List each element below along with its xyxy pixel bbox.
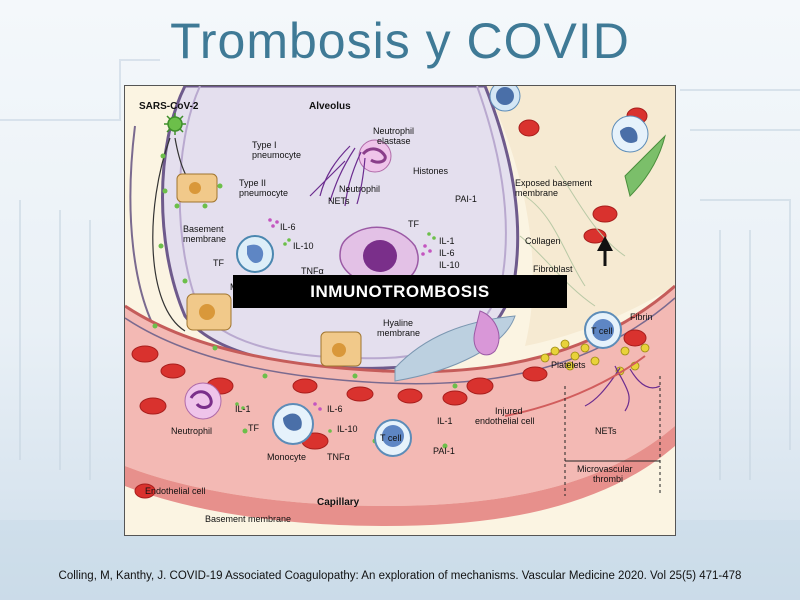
label-microvascular-2: thrombi (593, 474, 624, 484)
label-hyaline-2: membrane (377, 328, 421, 338)
citation: Colling, M, Kanthy, J. COVID-19 Associat… (58, 570, 742, 582)
label-alveolus: Alveolus (309, 101, 351, 112)
label-exposed-2: membrane (515, 188, 559, 198)
label-type1: Type I (252, 140, 277, 150)
label-neutrophil-top: Neutrophil (339, 184, 381, 194)
slide-title: Trombosis y COVID (170, 13, 630, 69)
nets-fibers (584, 365, 661, 412)
label-tnfa-1: TNFα (301, 266, 324, 276)
label-il6-c: IL-6 (327, 404, 343, 414)
neutrophil-top (309, 139, 392, 207)
label-fibrin: Fibrin (630, 312, 653, 322)
virus-icon (164, 113, 186, 135)
type2-pneumocyte-top (176, 173, 218, 203)
label-exposed: Exposed basement (515, 178, 593, 188)
type2-pneumocyte-bottom (320, 331, 362, 367)
label-il10-b: IL-10 (439, 260, 460, 270)
tcell-right (584, 311, 622, 349)
cell-top-right-2 (611, 115, 649, 153)
label-capillary: Capillary (317, 497, 360, 508)
cell-top-right-1 (489, 86, 521, 112)
label-type2b: pneumocyte (239, 188, 289, 198)
label-tnfa-2: TNFα (327, 452, 350, 462)
macrophage-cell (236, 235, 274, 273)
label-il6-a: IL-6 (280, 222, 296, 232)
label-platelets: Platelets (551, 360, 586, 370)
label-nets-right: NETs (595, 426, 617, 436)
label-il10-a: IL-10 (293, 241, 314, 251)
label-injured: Injured (495, 406, 523, 416)
label-tcell-bottom: T cell (380, 433, 402, 443)
label-nets-top: NETs (328, 196, 350, 206)
type2-pneumocyte-left (186, 293, 232, 331)
label-neut-elastase: Neutrophil (373, 126, 415, 136)
label-tf-1: TF (213, 258, 224, 268)
label-histones: Histones (413, 166, 449, 176)
label-il6-b: IL-6 (439, 248, 455, 258)
label-hyaline: Hyaline (383, 318, 414, 328)
tcell-bottom (374, 419, 412, 457)
inmunotrombosis-banner: INMUNOTROMBOSIS (233, 275, 567, 308)
label-tcell-right: T cell (591, 326, 613, 336)
label-basement-top: Basement (183, 224, 224, 234)
label-type1b: pneumocyte (252, 150, 302, 160)
label-collagen: Collagen (525, 236, 561, 246)
fibroblast-cell (624, 134, 666, 197)
label-pai1-a: PAI-1 (455, 194, 477, 204)
label-basement-bottom: Basement membrane (205, 514, 292, 524)
platelet-cluster (540, 339, 650, 376)
label-tf-3: TF (248, 423, 259, 433)
label-neutrophil-bottom: Neutrophil (171, 426, 213, 436)
label-endothelial: Endothelial cell (145, 486, 206, 496)
monocyte-bottom (272, 403, 314, 445)
label-sars: SARS-CoV-2 (139, 101, 199, 112)
label-monocyte: Monocyte (267, 452, 307, 462)
label-fibroblast: Fibroblast (533, 264, 573, 274)
label-pai1-b: PAI-1 (433, 446, 455, 456)
immunothrombosis-figure: SARS-CoV-2 Alveolus Type I pneumocyte Ty… (124, 85, 676, 536)
label-il1-a: IL-1 (439, 236, 455, 246)
label-type2: Type II (239, 178, 267, 188)
label-tf-2: TF (408, 219, 419, 229)
label-injured-2: endothelial cell (475, 416, 535, 426)
label-il1-c: IL-1 (437, 416, 453, 426)
label-il10-c: IL-10 (337, 424, 358, 434)
label-basement-top-2: membrane (183, 234, 227, 244)
label-neut-elastase-2: elastase (377, 136, 411, 146)
label-microvascular: Microvascular (577, 464, 633, 474)
label-il1-b: IL-1 (235, 404, 251, 414)
neutrophil-bottom (184, 382, 222, 420)
